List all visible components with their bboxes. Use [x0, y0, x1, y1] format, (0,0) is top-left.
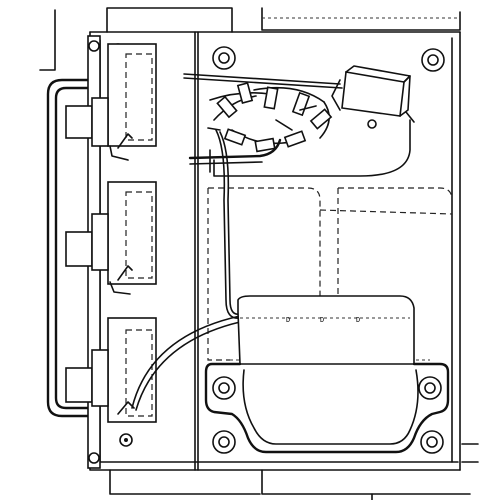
module-label: D [286, 316, 290, 324]
module-bottom [65, 317, 157, 423]
relay-box [331, 65, 415, 129]
component-ring [183, 73, 343, 165]
screw-icon [88, 40, 100, 52]
chassis-frame [39, 7, 479, 500]
lower-assembly: D D D [204, 295, 450, 454]
wiring-harness [209, 119, 411, 177]
module-top [65, 43, 157, 161]
module-middle [65, 181, 157, 295]
module-label: D [356, 316, 360, 324]
screw-icon [88, 452, 100, 464]
mounting-holes-top [212, 46, 445, 72]
module-label: D [320, 316, 324, 324]
cable-sweep [131, 315, 241, 411]
component-icon [216, 82, 333, 153]
handle [46, 78, 94, 418]
vertical-wire [215, 129, 241, 319]
